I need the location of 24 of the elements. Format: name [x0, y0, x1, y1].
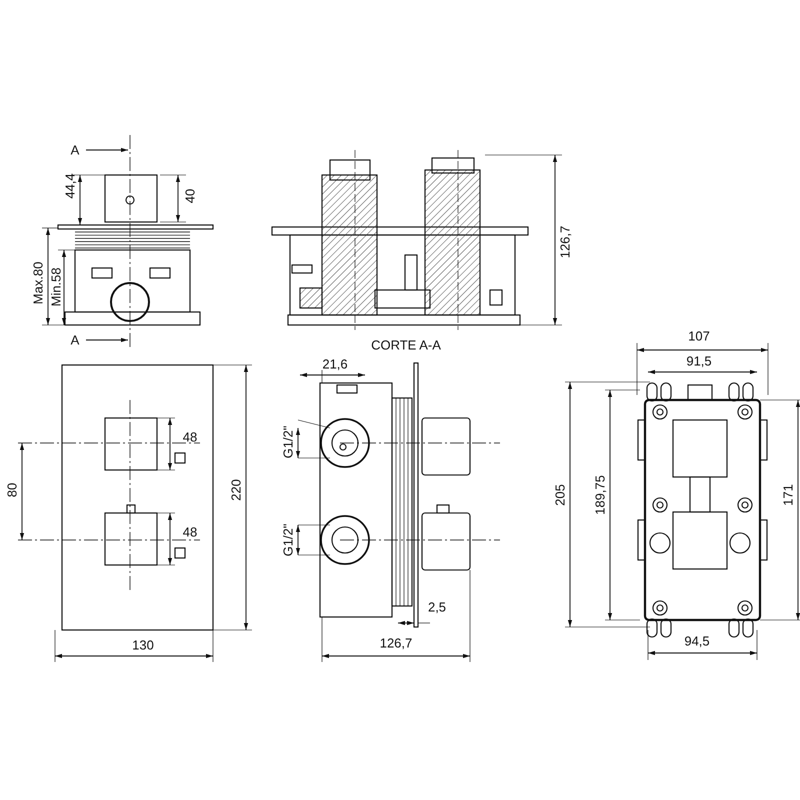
- dimension-value: 205: [554, 484, 566, 506]
- dimension-value: 44,4: [64, 173, 76, 199]
- dimension-value: 80: [6, 482, 18, 498]
- section-marker: A: [70, 144, 80, 156]
- dimension-value: 91,5: [686, 354, 712, 368]
- dimension-value: Min.58: [50, 267, 62, 307]
- dimension-value: 220: [230, 479, 242, 501]
- dimension-value: 48: [182, 526, 198, 538]
- dimension-value: Max.80: [32, 262, 44, 304]
- section-marker: A: [70, 334, 80, 346]
- dimension-value: G1/2": [282, 524, 294, 556]
- dimension-value: 107: [688, 330, 710, 342]
- dimension-value: 126,7: [380, 636, 412, 650]
- dimension-value: 2,5: [428, 600, 446, 614]
- dimension-value: 48: [182, 430, 198, 444]
- dimension-value: 189,75: [594, 475, 606, 515]
- dimension-value: 40: [184, 188, 196, 204]
- section-title: CORTE A-A: [371, 338, 441, 352]
- dimension-value: G1/2": [282, 426, 294, 458]
- dimension-value: 130: [132, 638, 154, 652]
- dimension-value: 126,7: [558, 226, 572, 258]
- dimension-value: 94,5: [684, 634, 710, 648]
- dimension-value: 21,6: [322, 358, 348, 370]
- dimension-value: 171: [782, 484, 794, 506]
